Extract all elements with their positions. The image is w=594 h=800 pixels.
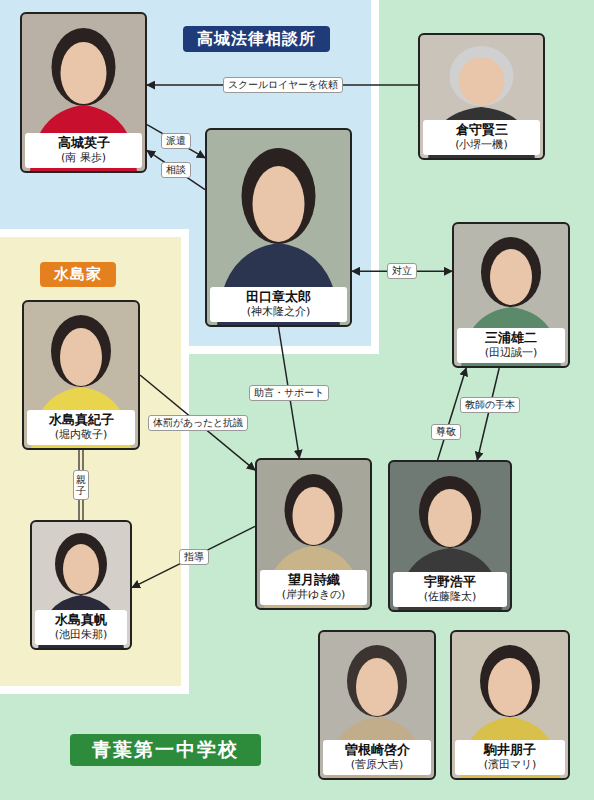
region-panel: 水島家水島真紀子(堀内敬子) 水島真帆(池田朱那) <box>0 233 185 690</box>
relation-label: 教師の手本 <box>460 397 520 413</box>
relation-arrow <box>147 150 205 189</box>
relation-label: 親子 <box>73 470 89 500</box>
actor-name: (池田朱那) <box>35 628 127 642</box>
name-plate: 望月詩織(岸井ゆきの) <box>260 570 367 605</box>
region-heading: 水島家 <box>40 262 116 287</box>
actor-name: (佐藤隆太) <box>393 590 507 604</box>
relation-arrow <box>140 375 255 470</box>
relation-label: 対立 <box>387 263 417 279</box>
person-card: 曽根崎啓介(菅原大吉) <box>318 630 436 780</box>
actor-name: (菅原大吉) <box>323 758 431 772</box>
name-plate: 田口章太郎(神木隆之介) <box>210 287 347 322</box>
person-name: 高城英子 <box>25 135 142 151</box>
person-card: 宇野浩平(佐藤隆太) <box>388 460 512 612</box>
relation-arrow <box>132 526 255 587</box>
actor-name: (濱田マリ) <box>455 758 565 772</box>
person-card: 水島真帆(池田朱那) <box>30 520 132 650</box>
relation-arrow <box>147 125 205 158</box>
actor-name: (岸井ゆきの) <box>260 588 367 602</box>
name-plate: 駒井朋子(濱田マリ) <box>455 740 565 775</box>
person-name: 駒井朋子 <box>455 742 565 758</box>
relation-label: 体罰があったと抗議 <box>148 415 248 431</box>
relation-arrow <box>477 368 499 460</box>
relation-label: 相談 <box>161 162 191 178</box>
relation-label: スクールロイヤーを依頼 <box>223 77 343 93</box>
name-plate: 宇野浩平(佐藤隆太) <box>393 572 507 607</box>
name-plate: 倉守賢三(小堺一機) <box>423 120 540 155</box>
person-card: 駒井朋子(濱田マリ) <box>450 630 570 780</box>
name-plate: 水島真帆(池田朱那) <box>35 610 127 645</box>
person-name: 田口章太郎 <box>210 289 347 305</box>
person-name: 水島真紀子 <box>27 412 135 428</box>
name-plate: 曽根崎啓介(菅原大吉) <box>323 740 431 775</box>
actor-name: (神木隆之介) <box>210 305 347 319</box>
actor-name: (小堺一機) <box>423 138 540 152</box>
name-plate: 三浦雄二(田辺誠一) <box>457 328 565 363</box>
person-card: 倉守賢三(小堺一機) <box>418 33 545 160</box>
actor-name: (南 果歩) <box>25 151 142 165</box>
person-name: 水島真帆 <box>35 612 127 628</box>
actor-name: (田辺誠一) <box>457 346 565 360</box>
person-card: 高城英子(南 果歩) <box>20 12 147 173</box>
relation-label: 派遣 <box>161 133 191 149</box>
relation-label: 指導 <box>179 549 209 565</box>
relation-label: 助言・サポート <box>249 385 329 401</box>
person-card: 三浦雄二(田辺誠一) <box>452 222 570 368</box>
region-fill <box>0 233 185 690</box>
person-name: 三浦雄二 <box>457 330 565 346</box>
relation-label: 尊敬 <box>431 424 461 440</box>
person-name: 倉守賢三 <box>423 122 540 138</box>
relation-arrow <box>438 368 467 460</box>
person-name: 望月詩織 <box>260 572 367 588</box>
person-name: 宇野浩平 <box>393 574 507 590</box>
name-plate: 高城英子(南 果歩) <box>25 133 142 168</box>
region-heading: 高城法律相談所 <box>183 26 330 52</box>
person-name: 曽根崎啓介 <box>323 742 431 758</box>
region-heading: 青葉第一中学校 <box>70 734 261 766</box>
person-card: 田口章太郎(神木隆之介) <box>205 128 352 327</box>
name-plate: 水島真紀子(堀内敬子) <box>27 410 135 445</box>
actor-name: (堀内敬子) <box>27 428 135 442</box>
person-card: 水島真紀子(堀内敬子) <box>22 300 140 450</box>
person-card: 望月詩織(岸井ゆきの) <box>255 458 372 610</box>
